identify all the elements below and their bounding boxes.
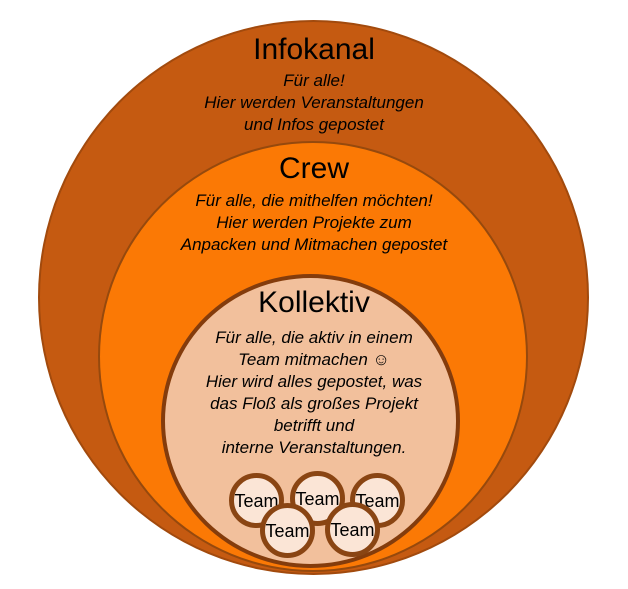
- kollektiv-title: Kollektiv: [258, 286, 370, 319]
- kollektiv-line-4: das Floß als großes Projekt: [210, 394, 418, 413]
- crew-line-3: Anpacken und Mitmachen gepostet: [180, 235, 448, 254]
- infokanal-line-1: Für alle!: [283, 71, 345, 90]
- team-circle: Team: [260, 503, 315, 558]
- crew-title: Crew: [278, 152, 349, 185]
- team-label: Team: [265, 520, 310, 541]
- infokanal-line-2: Hier werden Veranstaltungen: [204, 93, 424, 112]
- crew-line-2: Hier werden Projekte zum: [216, 213, 412, 232]
- kollektiv-description: Für alle, die aktiv in einem Team mitmac…: [0, 327, 628, 459]
- infokanal-title: Infokanal: [253, 33, 375, 66]
- team-circle: Team: [290, 471, 345, 526]
- infokanal-description: Für alle! Hier werden Veranstaltungen un…: [0, 70, 628, 136]
- kollektiv-line-3: Hier wird alles gepostet, was: [205, 372, 423, 391]
- crew-description: Für alle, die mithelfen möchten! Hier we…: [0, 190, 628, 256]
- infokanal-line-3: und Infos gepostet: [244, 115, 384, 134]
- team-circle: Team: [325, 502, 380, 557]
- kollektiv-circle: [161, 274, 460, 568]
- crew-line-1: Für alle, die mithelfen möchten!: [195, 191, 433, 210]
- team-label: Team: [295, 488, 340, 509]
- kollektiv-line-5: betrifft und: [273, 416, 355, 435]
- team-circle: Team: [229, 473, 284, 528]
- team-label: Team: [234, 490, 279, 511]
- kollektiv-line-1: Für alle, die aktiv in einem: [215, 328, 413, 347]
- kollektiv-line-6: interne Veranstaltungen.: [221, 438, 407, 457]
- kollektiv-line-2: Team mitmachen ☺: [238, 350, 390, 369]
- team-label: Team: [330, 519, 375, 540]
